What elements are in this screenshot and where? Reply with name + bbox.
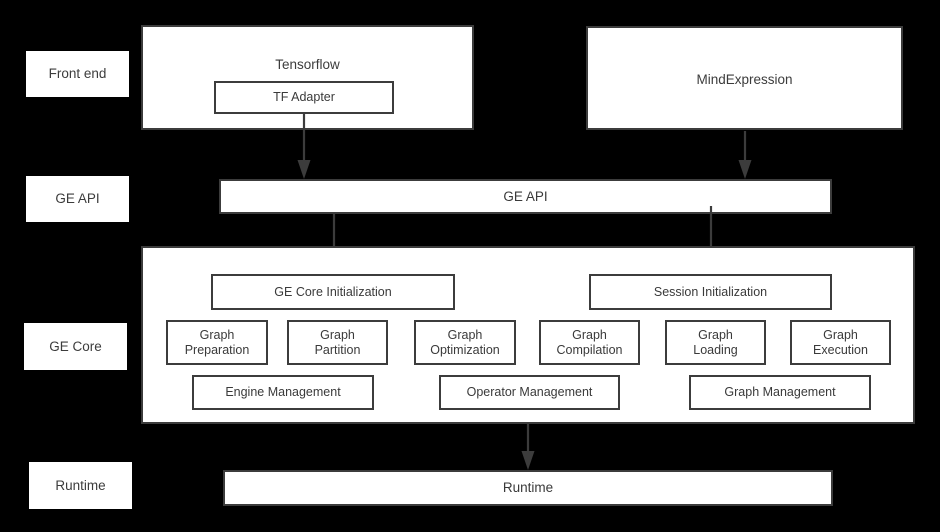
session-initialization-box: Session Initialization <box>589 274 832 310</box>
tensorflow-title: Tensorflow <box>275 57 340 72</box>
mindexpression-title: MindExpression <box>696 72 793 87</box>
graph-compilation-box: Graph Compilation <box>539 320 640 365</box>
stage-label-ge-api-text: GE API <box>55 191 100 207</box>
arrow-ge-core-to-runtime <box>519 424 537 471</box>
graph-management-label: Graph Management <box>724 385 836 400</box>
tf-adapter-box: TF Adapter <box>214 81 394 114</box>
runtime-bar-label: Runtime <box>502 480 554 496</box>
ge-core-initialization-label: GE Core Initialization <box>274 284 392 299</box>
stage-label-runtime: Runtime <box>29 462 132 509</box>
ge-core-initialization-box: GE Core Initialization <box>211 274 455 310</box>
graph-execution-box: Graph Execution <box>790 320 891 365</box>
graph-preparation-box: Graph Preparation <box>166 320 268 365</box>
arrow-mindexpression-to-ge-api <box>736 131 754 180</box>
engine-management-box: Engine Management <box>192 375 374 410</box>
arrow-tf-adapter-to-ge-api <box>295 112 313 180</box>
graph-preparation-label: Graph Preparation <box>184 327 250 357</box>
graph-optimization-box: Graph Optimization <box>414 320 516 365</box>
graph-management-box: Graph Management <box>689 375 871 410</box>
stage-label-ge-api: GE API <box>26 176 129 222</box>
mindexpression-container: MindExpression <box>586 26 903 130</box>
ge-api-bar: GE API <box>219 179 832 214</box>
tf-adapter-label: TF Adapter <box>273 90 335 105</box>
operator-management-label: Operator Management <box>466 385 593 400</box>
runtime-bar: Runtime <box>223 470 833 506</box>
graph-execution-label: Graph Execution <box>813 327 868 357</box>
graph-compilation-label: Graph Compilation <box>556 327 623 357</box>
stage-label-front-end: Front end <box>26 51 129 97</box>
engine-management-label: Engine Management <box>225 385 341 400</box>
graph-loading-label: Graph Loading <box>693 327 738 357</box>
graph-optimization-label: Graph Optimization <box>430 327 500 357</box>
graph-partition-label: Graph Partition <box>314 327 361 357</box>
operator-management-box: Operator Management <box>439 375 620 410</box>
session-initialization-label: Session Initialization <box>653 284 768 299</box>
graph-partition-box: Graph Partition <box>287 320 388 365</box>
stage-label-ge-core-text: GE Core <box>49 338 102 354</box>
graph-loading-box: Graph Loading <box>665 320 766 365</box>
stage-label-front-end-text: Front end <box>48 66 107 82</box>
stage-label-ge-core: GE Core <box>24 323 127 370</box>
stage-label-runtime-text: Runtime <box>55 477 106 493</box>
ge-api-bar-label: GE API <box>503 188 548 204</box>
